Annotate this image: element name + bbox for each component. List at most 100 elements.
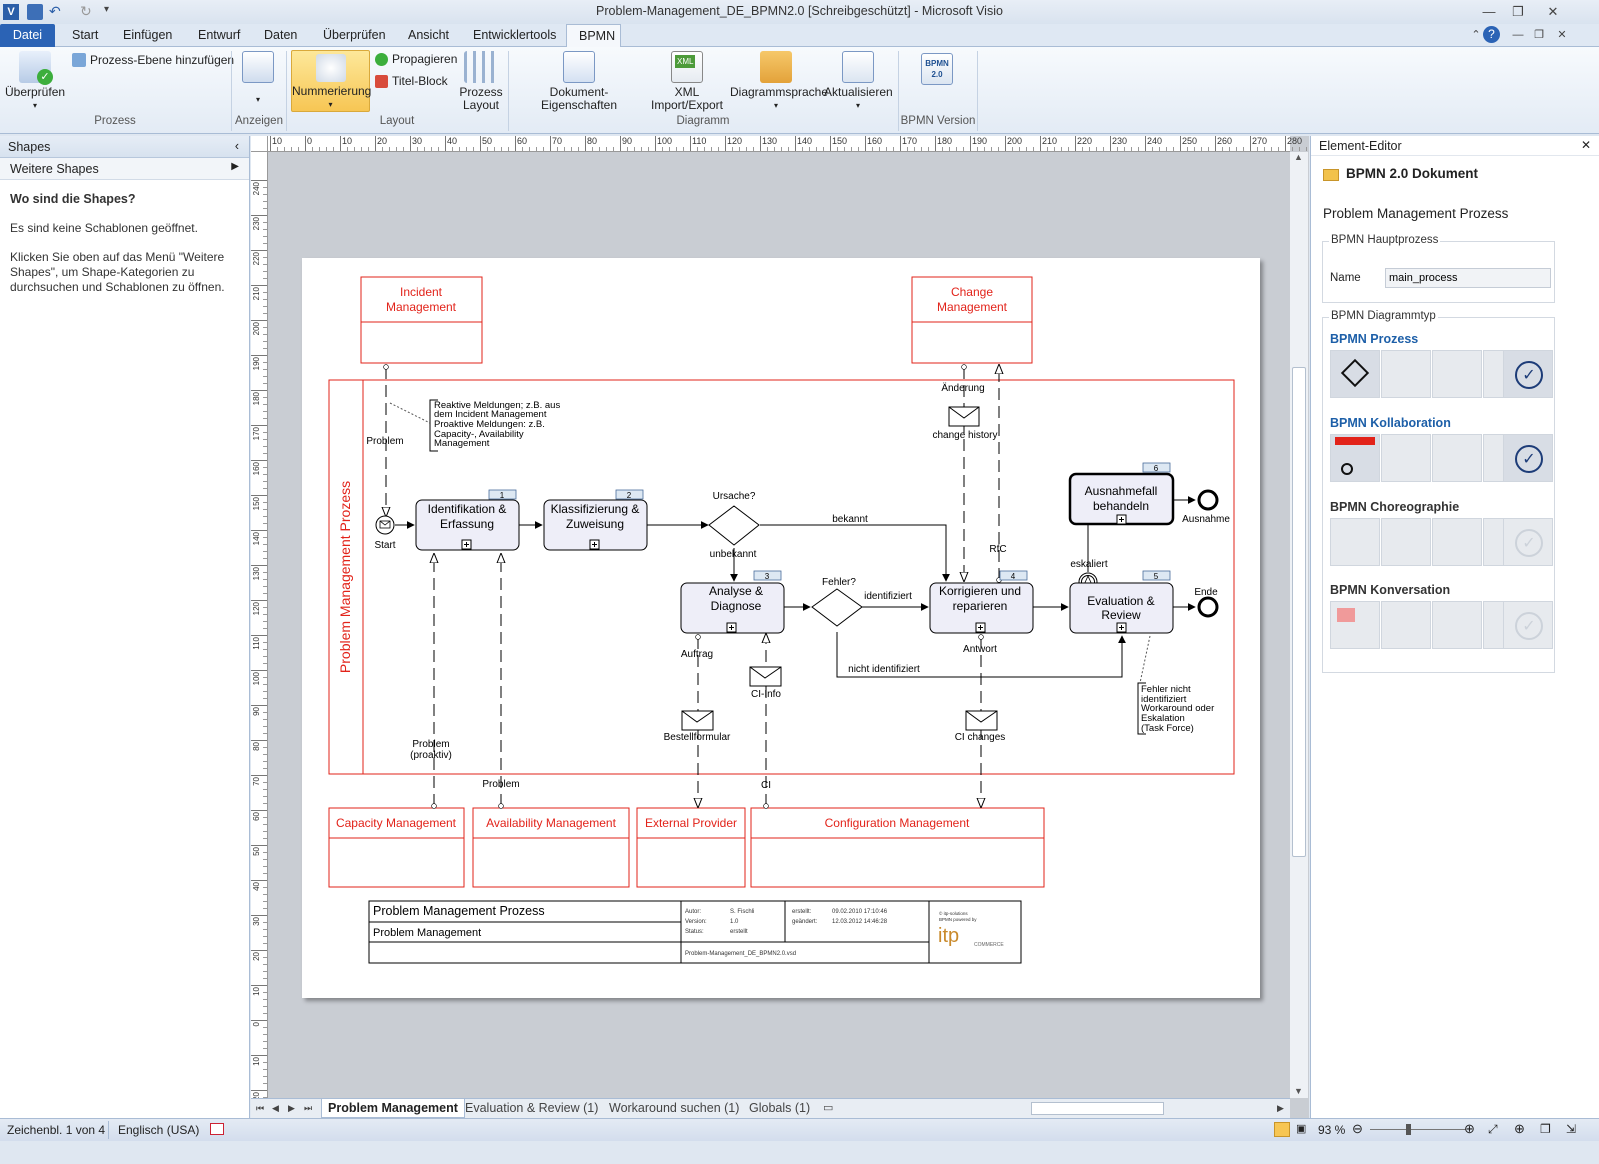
task-klassifizierung[interactable]: 2 Klassifizierung & Zuweisung [543, 489, 648, 551]
drawing-page[interactable]: Incident Management Change Management Pr… [302, 258, 1260, 998]
weitere-shapes-button[interactable]: Weitere Shapes▶ [0, 158, 249, 180]
pool-availability-management[interactable]: Availability Management [472, 807, 630, 888]
next-page-icon[interactable]: ▶ [288, 1103, 295, 1113]
type-bpmn-choreographie[interactable]: BPMN Choreographie [1330, 500, 1460, 514]
prev-page-icon[interactable]: ◀ [272, 1103, 279, 1113]
gateway-fehler[interactable]: Fehler? [811, 577, 863, 627]
tab-start[interactable]: Start [72, 28, 99, 42]
zoom-out-icon[interactable]: ⊖ [1352, 1121, 1363, 1136]
title-block[interactable]: Problem Management Prozess Problem Manag… [368, 900, 1022, 964]
page-tab-workaround[interactable]: Workaround suchen (1) [609, 1101, 740, 1115]
ruler-minor-tick [627, 147, 628, 151]
zoom-slider[interactable] [1370, 1129, 1466, 1130]
aktualisieren-button[interactable]: Aktualisieren▾ [824, 51, 893, 112]
end-event-ausnahme[interactable]: Ausnahme [1182, 489, 1230, 525]
bpmn-version-button[interactable]: BPMN 2.0 [917, 53, 957, 88]
page-tab-evaluation[interactable]: Evaluation & Review (1) [465, 1101, 599, 1115]
bpmn-diagram[interactable]: Incident Management Change Management Pr… [302, 258, 1260, 998]
tab-entwicklertools[interactable]: Entwicklertools [473, 28, 557, 42]
tab-ueberpruefen[interactable]: Überprüfen [323, 28, 386, 42]
pool-external-provider[interactable]: External Provider [636, 807, 746, 888]
task-ausnahmefall[interactable]: 6 Ausnahmefall behandeln [1068, 462, 1175, 526]
propagieren-button[interactable]: Propagieren [375, 53, 457, 66]
vertical-scrollbar[interactable]: ▲ ▼ [1290, 152, 1308, 1098]
scroll-up-icon[interactable]: ▲ [1294, 152, 1303, 162]
task-korrigieren[interactable]: 4 Korrigieren und reparieren [929, 570, 1034, 634]
customize-qat-icon[interactable]: ▾ [104, 4, 110, 15]
type-bpmn-konversation[interactable]: BPMN Konversation [1330, 583, 1451, 597]
task-analyse[interactable]: 3 Analyse & Diagnose [680, 570, 785, 634]
titel-block-button[interactable]: Titel-Block [375, 75, 448, 88]
doc-close-icon[interactable]: ✕ [1557, 29, 1567, 41]
insert-page-icon[interactable]: ▭ [823, 1102, 834, 1114]
pool-problem-management[interactable]: Problem Management Prozess [328, 379, 1235, 775]
end-event-ende[interactable]: Ende [1194, 587, 1219, 618]
scroll-right-icon[interactable]: ▶ [1277, 1103, 1284, 1113]
anzeigen-button[interactable]: ▾ [240, 51, 276, 106]
tab-entwurf[interactable]: Entwurf [198, 28, 241, 42]
tab-daten[interactable]: Daten [264, 28, 298, 42]
type-bpmn-kollaboration[interactable]: BPMN Kollaboration [1330, 416, 1451, 430]
redo-icon[interactable]: ↻ [80, 3, 92, 19]
normal-view-icon[interactable] [1274, 1122, 1290, 1137]
scroll-down-icon[interactable]: ▼ [1294, 1086, 1303, 1096]
doc-restore-icon[interactable]: ❐ [1534, 29, 1544, 41]
scrollbar-thumb[interactable] [1292, 367, 1306, 857]
name-field[interactable] [1385, 268, 1551, 288]
task-evaluation[interactable]: 5 Evaluation & Review [1069, 570, 1174, 634]
task-identifikation[interactable]: 1 Identifikation & Erfassung [415, 489, 520, 551]
choreographie-diagram-icon[interactable] [1330, 518, 1380, 566]
diagrammsprache-button[interactable]: Diagrammsprache▾ [730, 51, 828, 112]
fit-page-icon[interactable]: ⤢ [1488, 1122, 1498, 1136]
collapse-pane-icon[interactable]: ‹ [234, 139, 239, 153]
tab-datei[interactable]: Datei [0, 24, 55, 47]
close-icon[interactable]: ✕ [1547, 4, 1559, 19]
ueberpruefen-button[interactable]: ✓ Überprüfen▾ [5, 51, 65, 112]
fullscreen-icon[interactable]: ▣ [1296, 1123, 1307, 1135]
horizontal-scrollbar-thumb[interactable] [1031, 1102, 1164, 1115]
type-bpmn-prozess[interactable]: BPMN Prozess [1330, 332, 1419, 346]
help-icon[interactable]: ? [1483, 26, 1500, 43]
visio-app-icon[interactable]: V [3, 4, 19, 20]
prozess-ebene-button[interactable]: Prozess-Ebene hinzufügen [72, 53, 234, 67]
first-page-icon[interactable]: ⏮ [256, 1103, 265, 1113]
tab-bpmn[interactable]: BPMN [566, 24, 621, 48]
undo-icon[interactable]: ↶ [49, 3, 61, 19]
prozess-diagram-icon[interactable] [1330, 350, 1380, 398]
zoom-slider-handle[interactable] [1406, 1124, 1411, 1135]
page-tab-problem-management[interactable]: Problem Management [321, 1099, 465, 1118]
pool-change-management[interactable]: Change Management [911, 276, 1033, 364]
nummerierung-button[interactable]: Nummerierung▾ [291, 50, 371, 112]
konversation-diagram-icon[interactable] [1330, 601, 1380, 649]
zoom-level[interactable]: 93 % [1318, 1123, 1346, 1137]
pool-configuration-management[interactable]: Configuration Management [750, 807, 1045, 888]
save-icon[interactable] [27, 4, 43, 20]
page-tab-globals[interactable]: Globals (1) [749, 1101, 811, 1115]
pan-zoom-icon[interactable]: ⊕ [1514, 1121, 1525, 1136]
switch-windows-icon[interactable]: ❐ [1540, 1122, 1551, 1136]
last-page-icon[interactable]: ⏭ [304, 1103, 313, 1113]
minimize-icon[interactable]: — [1482, 4, 1496, 19]
status-page[interactable]: Zeichenbl. 1 von 4 [7, 1123, 106, 1137]
pool-incident-management[interactable]: Incident Management [360, 276, 483, 364]
expand-icon[interactable]: ⇲ [1566, 1122, 1577, 1136]
check-icon[interactable]: ✓ [1503, 350, 1553, 398]
start-event[interactable]: Start [374, 515, 396, 551]
check-icon[interactable]: ✓ [1503, 434, 1553, 482]
zoom-in-icon[interactable]: ⊕ [1464, 1121, 1475, 1136]
ribbon-collapse-icon[interactable]: ⌃ [1471, 29, 1481, 41]
macro-icon[interactable] [210, 1123, 224, 1135]
doc-minimize-icon[interactable]: — [1512, 29, 1524, 41]
gateway-ursache[interactable]: Ursache? [708, 491, 760, 546]
kollaboration-diagram-icon[interactable] [1330, 434, 1380, 482]
close-pane-icon[interactable]: ✕ [1580, 138, 1591, 152]
pool-capacity-management[interactable]: Capacity Management [328, 807, 465, 888]
task-number: 4 [1011, 572, 1016, 581]
tab-ansicht[interactable]: Ansicht [408, 28, 449, 42]
dokument-eigenschaften-button[interactable]: Dokument-Eigenschaften [515, 51, 643, 112]
tab-einfuegen[interactable]: Einfügen [123, 28, 173, 42]
status-language[interactable]: Englisch (USA) [118, 1123, 200, 1137]
maximize-icon[interactable]: ❐ [1512, 4, 1524, 19]
